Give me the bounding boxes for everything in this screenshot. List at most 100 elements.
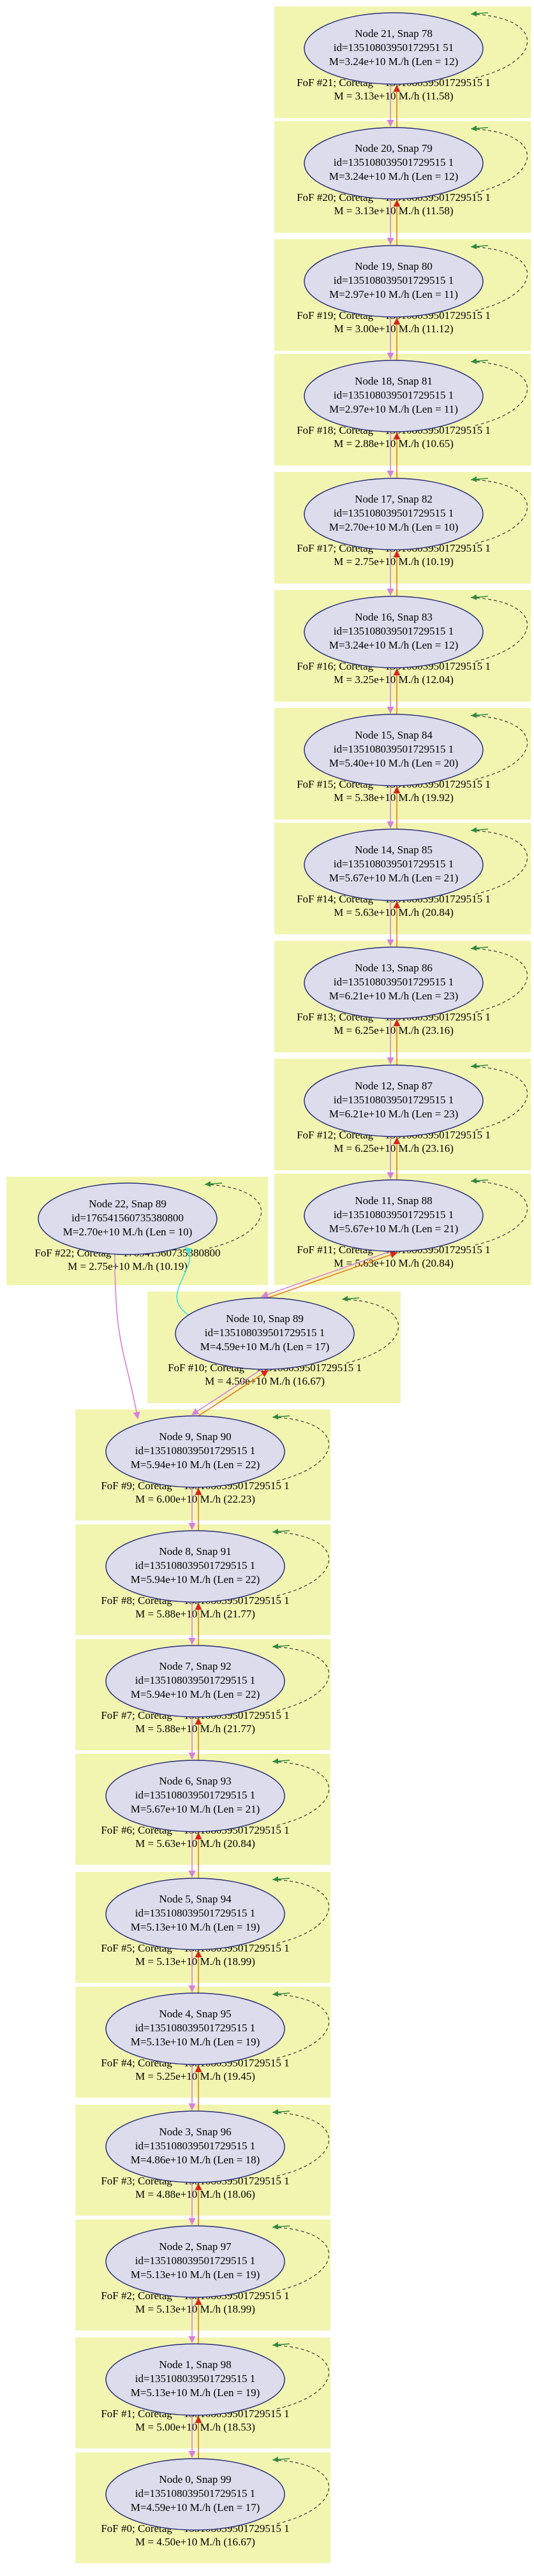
node-title: Node 1, Snap 98: [159, 2359, 231, 2371]
tree-node[interactable]: Node 11, Snap 88 id=135108039501729515 1 M…: [304, 1179, 484, 1252]
node-title: Node 19, Snap 80: [355, 260, 433, 272]
node-title: Node 10, Snap 89: [226, 1313, 304, 1325]
node-mass: M=6.21e+10 M./h (Len = 23): [329, 990, 459, 1002]
self-loop-edge: [271, 1761, 330, 1826]
node-id: id=135108039501729515 1: [135, 1445, 256, 1457]
fof-mass-label: M = 5.00e+10 M./h (18.53): [135, 2421, 255, 2433]
node-title: Node 15, Snap 84: [355, 729, 433, 741]
fof-mass-label: M = 5.63e+10 M./h (20.84): [334, 1257, 454, 1269]
node-title: Node 0, Snap 99: [159, 2473, 231, 2485]
self-loop-edge: [470, 715, 528, 780]
node-mass: M=5.67e+10 M./h (Len = 21): [329, 1223, 459, 1235]
merge-edge: [176, 1247, 193, 1315]
self-loop-arrowhead: [471, 243, 489, 249]
fof-mass-label: M = 2.88e+10 M./h (10.65): [334, 438, 454, 450]
self-loop-edge: [271, 1646, 330, 1711]
node-id: id=135108039501729515 1: [334, 1209, 454, 1221]
self-loop-edge: [271, 1417, 330, 1482]
tree-node[interactable]: Node 22, Snap 89id=176541560735380800M=2…: [38, 1182, 218, 1255]
node-mass: M=2.97e+10 M./h (Len = 11): [329, 403, 458, 415]
node-title: Node 20, Snap 79: [355, 142, 433, 154]
node-ellipse: [105, 1760, 285, 1832]
fof-mass-label: M = 5.63e+10 M./h (20.84): [334, 906, 454, 918]
node-ellipse: [304, 596, 484, 668]
self-loop-arrowhead: [471, 125, 489, 131]
node-mass: M=2.70e+10 M./h (Len = 10): [329, 521, 459, 533]
fof-mass-label: M = 5.88e+10 M./h (21.77): [135, 1723, 255, 1735]
node-title: Node 5, Snap 94: [159, 1893, 232, 1905]
node-ellipse: [105, 1415, 285, 1488]
fof-mass-label: M = 5.38e+10 M./h (19.92): [334, 791, 454, 804]
self-loop-edge: [470, 128, 528, 193]
node-ellipse: [105, 1530, 285, 1603]
self-loop-edge: [271, 1994, 330, 2059]
node-mass: M=4.86e+10 M./h (Len = 18): [131, 2154, 260, 2166]
tree-node[interactable]: Node 5, Snap 94 id=135108039501729515 1 M=…: [105, 1878, 285, 1950]
fof-mass-label: M = 4.50e+10 M./h (16.67): [135, 2536, 255, 2548]
node-id: id=135108039501729515 1: [334, 976, 454, 988]
node-mass: M=3.24e+10 M./h (Len = 12): [329, 55, 459, 68]
self-loop-arrowhead: [205, 1181, 223, 1187]
fof-mass-label: M = 3.13e+10 M./h (11.58): [334, 90, 453, 102]
fof-mass-label: M = 4.88e+10 M./h (18.06): [135, 2188, 255, 2200]
node-mass: M=4.59e+10 M./h (Len = 17): [131, 2501, 260, 2513]
self-loop-edge: [470, 1181, 528, 1246]
node-ellipse: [304, 1179, 484, 1252]
node-id: id=135108039501729515 1: [334, 507, 454, 519]
node-ellipse: [105, 2458, 285, 2531]
node-id: id=135108039501729515 1: [135, 2373, 256, 2385]
self-loop-edge: [470, 361, 528, 426]
node-title: Node 14, Snap 85: [355, 844, 433, 856]
node-ellipse: [105, 2110, 285, 2183]
node-id: id=135108039501729515 1: [205, 1327, 325, 1339]
node-title: Node 11, Snap 88: [355, 1195, 432, 1207]
node-id: id=135108039501729515 1: [135, 1907, 256, 1919]
node-mass: M=5.67e+10 M./h (Len = 21): [329, 872, 459, 884]
node-ellipse: [105, 1992, 285, 2065]
node-id: id=135108039501729515 1: [135, 1559, 256, 1571]
self-loop-arrowhead: [471, 476, 489, 482]
node-ellipse: [304, 127, 484, 200]
node-ellipse: [304, 478, 484, 550]
self-loop-arrowhead: [471, 594, 489, 600]
self-loop-arrowhead: [342, 1295, 360, 1302]
node-ellipse: [304, 714, 484, 786]
tree-node[interactable]: Node 13, Snap 86 id=135108039501729515 1 M…: [304, 946, 484, 1019]
node-id: id=135108039501729515 1: [135, 2255, 256, 2267]
node-mass: M=2.70e+10 M./h (Len = 10): [63, 1226, 193, 1238]
self-loop-edge: [470, 1066, 528, 1131]
node-ellipse: [105, 2225, 285, 2298]
fof-mass-label: M = 5.63e+10 M./h (20.84): [135, 1837, 255, 1850]
node-id: id=135108039501729515 1: [334, 625, 454, 637]
node-id: id=135108039501729515 1: [334, 274, 454, 286]
self-loop-edge: [470, 597, 528, 662]
fof-mass-label: M = 5.88e+10 M./h (21.77): [135, 1608, 255, 1620]
node-mass: M=5.13e+10 M./h (Len = 19): [131, 1921, 260, 1933]
node-title: Node 12, Snap 87: [355, 1080, 433, 1092]
self-loop-edge: [271, 2112, 330, 2177]
node-title: Node 6, Snap 93: [159, 1775, 231, 1787]
node-title: Node 13, Snap 86: [355, 962, 433, 974]
node-title: Node 4, Snap 95: [159, 2008, 231, 2020]
node-id: id=13510803950172951 51: [334, 41, 454, 54]
